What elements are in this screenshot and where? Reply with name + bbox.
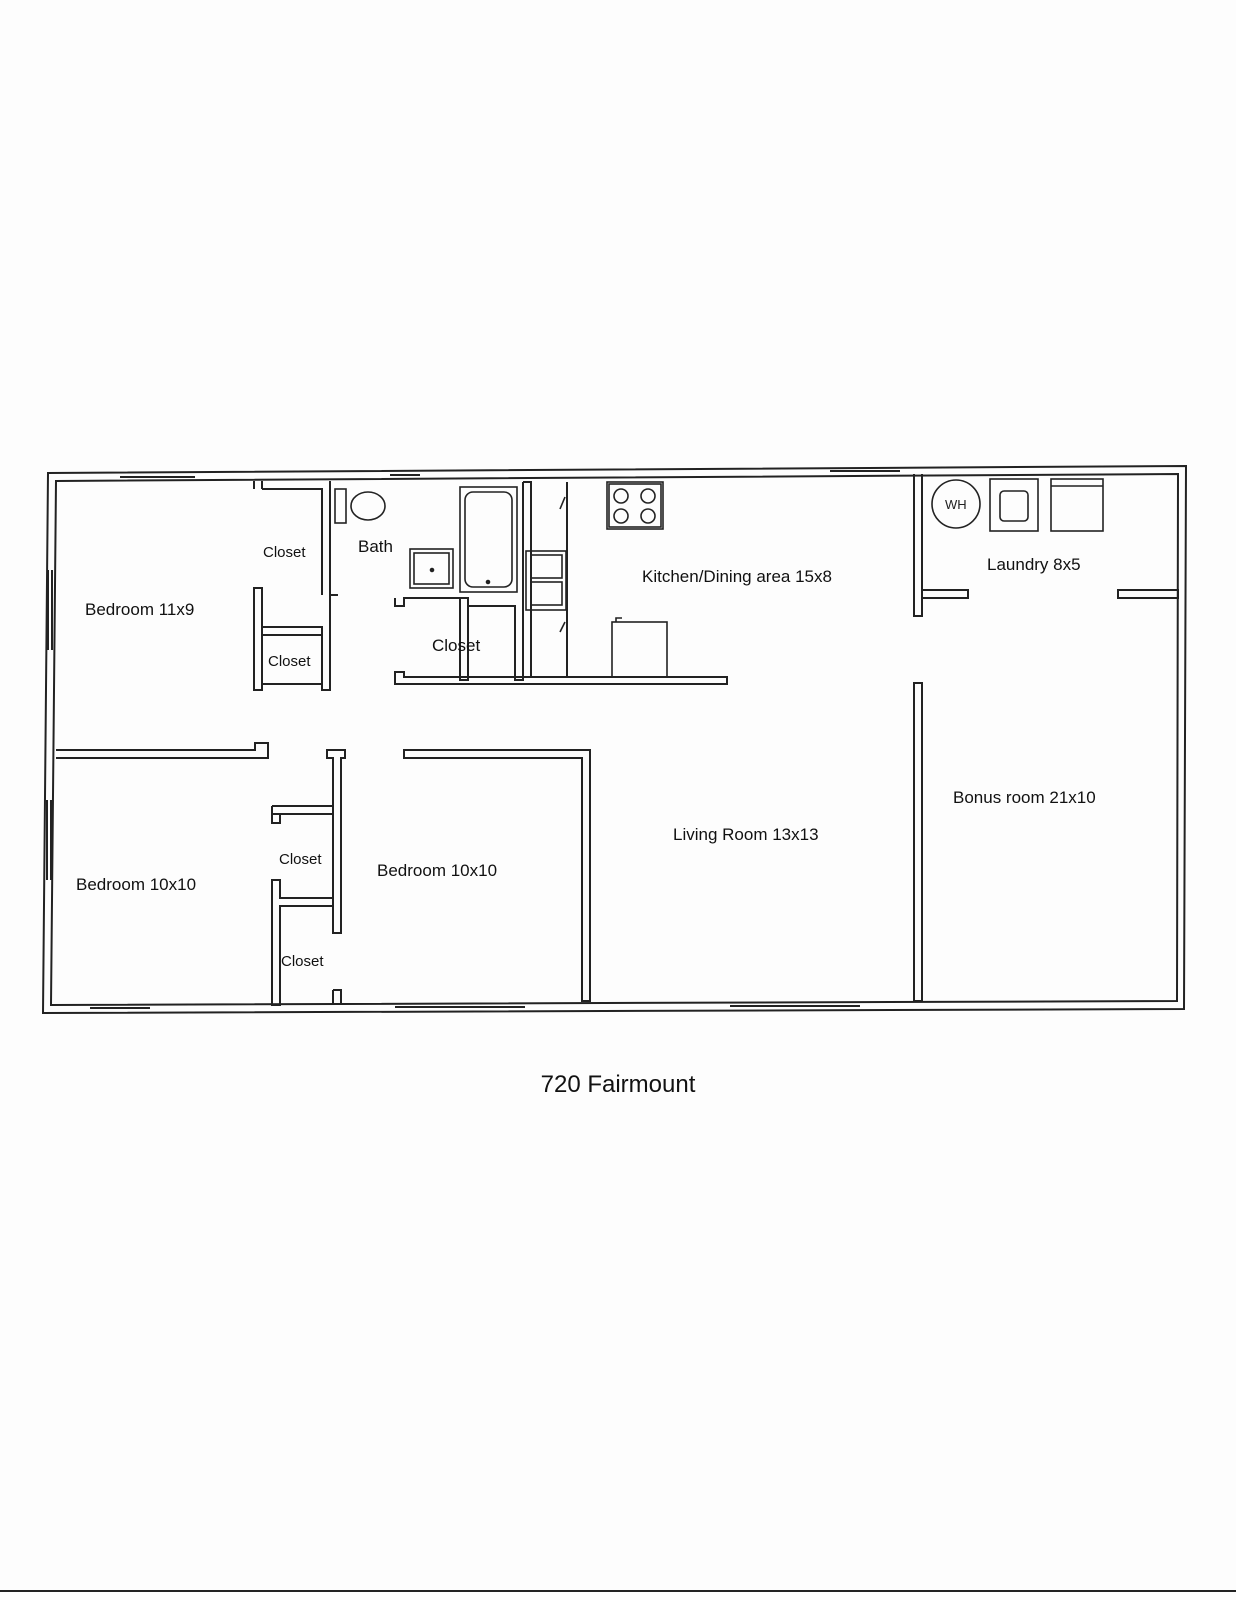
closet-mid-upper-label: Closet [279, 851, 322, 868]
bathtub-icon [459, 486, 518, 593]
bonus-room-label: Bonus room 21x10 [953, 788, 1096, 807]
kitchen-sink-icon [525, 550, 567, 611]
bedroom-mid-label: Bedroom 10x10 [377, 861, 498, 880]
outer-wall-inner [49, 472, 1180, 1007]
closet-nw-lower-label: Closet [268, 653, 311, 670]
wall [460, 597, 469, 606]
closet-hall-label: Closet [432, 636, 481, 655]
wall [329, 481, 338, 596]
living-room-label: Living Room 13x13 [673, 825, 819, 844]
washer-icon [989, 478, 1039, 532]
wall [253, 587, 263, 691]
wall [922, 589, 969, 599]
wall [253, 481, 323, 595]
wall [913, 474, 923, 617]
closet-mid-lower-label: Closet [281, 953, 324, 970]
water-heater-label: WH [945, 497, 967, 512]
wall [394, 482, 524, 681]
wall [271, 805, 333, 824]
toilet-bowl-icon [350, 491, 386, 521]
kitchen-label: Kitchen/Dining area 15x8 [642, 567, 832, 586]
wall [403, 749, 591, 1002]
wall [332, 989, 342, 1005]
stove-icon [606, 481, 664, 530]
dryer-icon [1050, 478, 1104, 532]
wall [394, 671, 728, 685]
bath-sink-icon [409, 548, 454, 589]
wall [262, 595, 331, 691]
wall [261, 683, 322, 690]
outer-wall [41, 464, 1188, 1015]
wall [326, 749, 346, 934]
wall [531, 482, 568, 678]
wall [271, 879, 334, 1006]
bedroom-sw-label: Bedroom 10x10 [76, 875, 197, 894]
water-heater-icon [931, 479, 981, 529]
wall [56, 742, 269, 759]
toilet-tank-icon [334, 488, 347, 524]
bedroom-nw-label: Bedroom 11x9 [85, 600, 195, 619]
wall [913, 682, 923, 1002]
wall [1117, 589, 1179, 599]
window [46, 470, 900, 1009]
wall [523, 481, 532, 677]
address-caption: 720 Fairmount [540, 1071, 696, 1098]
page-bottom-rule [0, 1590, 1236, 1592]
refrigerator-icon [611, 621, 668, 678]
laundry-label: Laundry 8x5 [987, 555, 1081, 574]
bath-label: Bath [358, 537, 393, 556]
closet-nw-upper-label: Closet [263, 544, 306, 561]
